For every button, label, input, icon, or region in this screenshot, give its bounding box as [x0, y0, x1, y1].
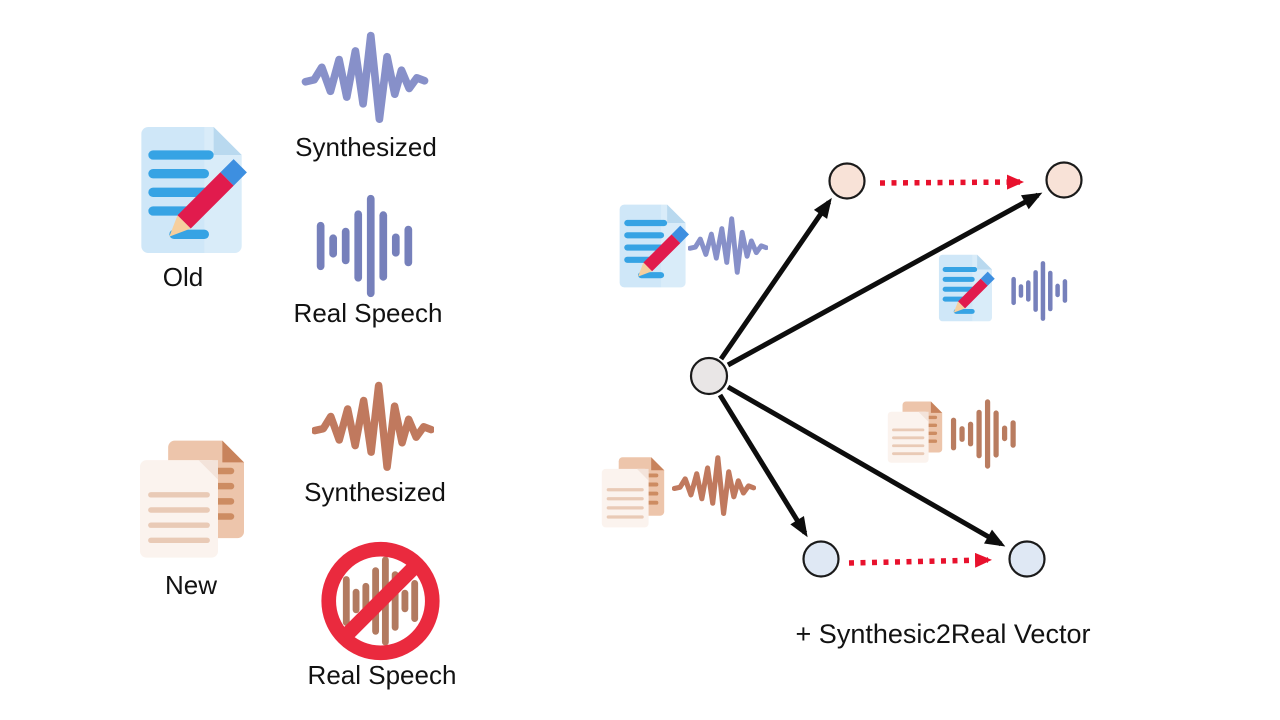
- arrow-center-to-top-real: [726, 192, 1043, 368]
- node-old-real: [1045, 161, 1083, 199]
- new-real-speech-label: Real Speech: [307, 660, 457, 690]
- document-pencil-icon: [132, 115, 272, 265]
- vector-graph: [689, 161, 1083, 578]
- documents-stack-icon: [127, 430, 257, 564]
- arrow-center-to-top-synth: [718, 197, 832, 361]
- node-new-real: [1008, 540, 1046, 578]
- waveform-zigzag-icon: [312, 367, 434, 481]
- old-real-speech-label: Real Speech: [293, 298, 443, 328]
- new-doc-label: New: [164, 570, 218, 600]
- old-doc-label: Old: [162, 262, 204, 292]
- new-synthesized-label: Synthesized: [304, 477, 446, 507]
- arrow-center-to-bottom-real: [726, 384, 1006, 547]
- old-synthesized-label: Synthesized: [295, 132, 437, 162]
- arrow-center-to-bottom-synth: [717, 393, 808, 538]
- node-new-synthesized: [802, 540, 840, 578]
- synth2real-vector-arrow-top: [879, 174, 1024, 190]
- node-center-anchor: [689, 356, 729, 396]
- synth2real-caption: + Synthesic2Real Vector: [795, 619, 1091, 649]
- synth2real-vector-arrow-bottom: [848, 552, 992, 568]
- waveform-zigzag-icon: [300, 27, 430, 123]
- node-old-synthesized: [828, 162, 866, 200]
- no-speech-icon: [317, 536, 444, 666]
- waveform-bars-icon: [311, 190, 417, 302]
